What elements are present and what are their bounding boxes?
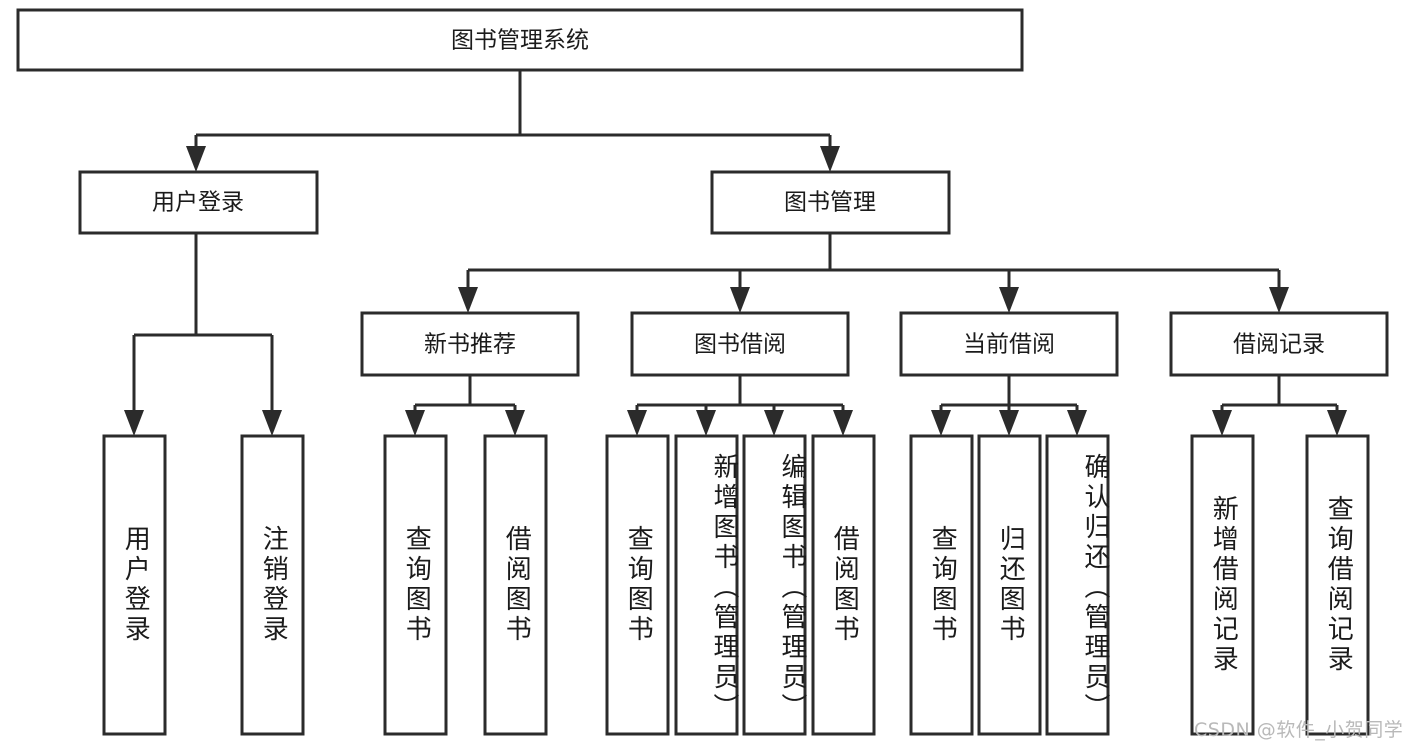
arrow-current-borrow-to-leaf2 <box>999 410 1019 436</box>
arrow-new-book-to-leaf2 <box>505 410 525 436</box>
node-box-current-borrow[interactable] <box>899 311 1119 377</box>
arrow-book-manage-to-borrow-record <box>1269 287 1289 313</box>
node-label-user-login: 用户登录 <box>152 190 244 216</box>
arrow-user-login-to-leaf2 <box>262 410 282 436</box>
node-box-leaf-borrow-book-1[interactable] <box>483 434 548 736</box>
node-label-book-manage: 图书管理 <box>784 190 876 216</box>
arrow-borrow-record-to-leaf2 <box>1327 410 1347 436</box>
arrow-current-borrow-to-leaf1 <box>931 410 951 436</box>
node-box-leaf-query-book-3[interactable] <box>909 434 974 736</box>
node-box-leaf-return-book[interactable] <box>977 434 1042 736</box>
arrow-current-borrow-to-leaf3 <box>1067 410 1087 436</box>
node-box-leaf-edit-book[interactable] <box>742 434 807 736</box>
node-label-new-book-recommend: 新书推荐 <box>424 332 516 358</box>
node-box-book-borrow[interactable] <box>630 311 850 377</box>
node-box-borrow-record[interactable] <box>1169 311 1389 377</box>
node-label-book-borrow: 图书借阅 <box>694 332 786 358</box>
node-box-book-manage[interactable] <box>710 170 951 235</box>
node-box-leaf-user-login[interactable] <box>102 434 167 736</box>
node-box-leaf-add-record[interactable] <box>1190 434 1255 736</box>
arrow-book-manage-to-book-borrow <box>730 287 750 313</box>
node-box-root[interactable] <box>16 8 1024 72</box>
arrow-user-login-to-leaf1 <box>124 410 144 436</box>
node-box-user-login[interactable] <box>78 170 319 235</box>
arrow-root-to-user-login <box>186 146 206 172</box>
arrow-root-to-book-manage <box>820 146 840 172</box>
node-box-leaf-borrow-book-2[interactable] <box>811 434 876 736</box>
arrow-book-manage-to-current-borrow <box>999 287 1019 313</box>
arrow-book-borrow-to-leaf4 <box>833 410 853 436</box>
node-box-leaf-query-book-2[interactable] <box>605 434 670 736</box>
node-label-root: 图书管理系统 <box>451 28 589 54</box>
arrow-book-borrow-to-leaf3 <box>764 410 784 436</box>
node-box-new-book-recommend[interactable] <box>360 311 580 377</box>
node-box-leaf-confirm-return[interactable] <box>1045 434 1110 736</box>
node-box-leaf-add-book[interactable] <box>674 434 739 736</box>
arrow-book-borrow-to-leaf1 <box>627 410 647 436</box>
node-box-leaf-query-book-1[interactable] <box>383 434 448 736</box>
node-label-borrow-record: 借阅记录 <box>1233 332 1325 358</box>
node-box-leaf-user-logout[interactable] <box>240 434 305 736</box>
edge-group <box>124 70 1347 436</box>
arrow-book-borrow-to-leaf2 <box>696 410 716 436</box>
arrow-book-manage-to-new-book <box>458 287 478 313</box>
arrow-new-book-to-leaf1 <box>405 410 425 436</box>
node-box-leaf-query-record[interactable] <box>1305 434 1370 736</box>
arrow-borrow-record-to-leaf1 <box>1212 410 1232 436</box>
node-label-current-borrow: 当前借阅 <box>963 332 1055 358</box>
node-group: 图书管理系统 用户登录 图书管理 新书推荐 图书借阅 当前借阅 借阅记录 <box>16 8 1389 736</box>
csdn-watermark: CSDN @软件_小贺同学 <box>1194 719 1404 741</box>
